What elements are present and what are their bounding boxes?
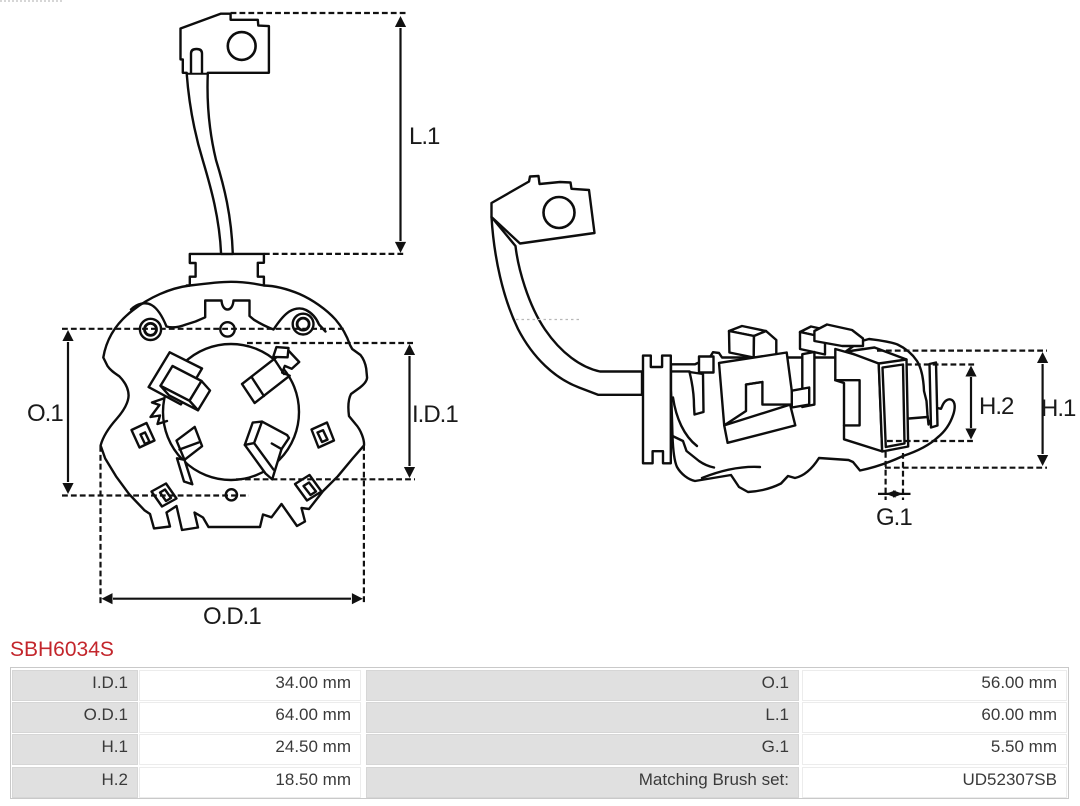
svg-text:L.1: L.1	[409, 123, 440, 150]
svg-text:O.1: O.1	[27, 400, 63, 427]
svg-text:I.D.1: I.D.1	[412, 401, 458, 428]
svg-text:H.1: H.1	[1041, 395, 1076, 422]
svg-text:G.1: G.1	[876, 504, 912, 531]
svg-text:H.2: H.2	[979, 393, 1014, 420]
svg-text:O.D.1: O.D.1	[203, 603, 261, 630]
